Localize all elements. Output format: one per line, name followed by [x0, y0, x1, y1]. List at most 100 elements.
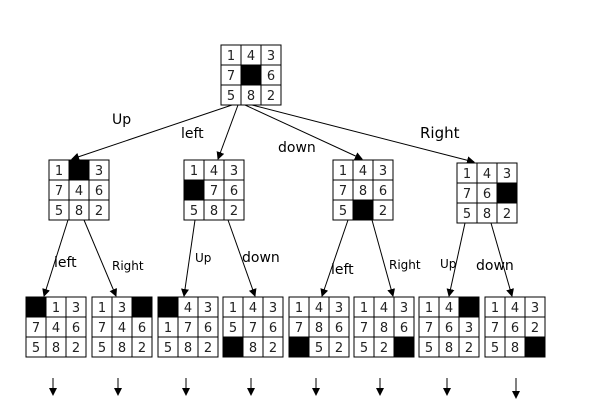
tile-number: 5: [190, 204, 198, 219]
edge-arrow-l1-down-to-l2-e: [320, 219, 349, 297]
edge-arrow-root-to-l1-down: [244, 104, 363, 160]
tile-number: 2: [335, 341, 343, 356]
tile-number: 1: [463, 167, 471, 182]
edge-label-l2-f: Right: [389, 258, 421, 272]
tile-number: 4: [247, 49, 255, 64]
tile-number: 3: [118, 301, 126, 316]
tile-number: 7: [32, 321, 40, 336]
tile-number: 4: [315, 301, 323, 316]
tile-number: 4: [445, 301, 453, 316]
tile-number: 7: [55, 184, 63, 199]
edge-label-l2-g: Up: [440, 257, 456, 271]
tile-number: 7: [249, 321, 257, 336]
blank-tile: [524, 336, 546, 358]
tile: [65, 336, 87, 358]
tile-number: 4: [75, 184, 83, 199]
tile-number: 8: [184, 341, 192, 356]
tile-number: 1: [360, 301, 368, 316]
blank-tile: [240, 64, 262, 86]
tile-number: 7: [463, 187, 471, 202]
tile-number: 2: [269, 341, 277, 356]
tile-number: 8: [511, 341, 519, 356]
tile-number: 2: [204, 341, 212, 356]
tile-number: 6: [230, 184, 238, 199]
tile-number: 4: [359, 164, 367, 179]
tile-number: 4: [210, 164, 218, 179]
edge-label-l2-h: down: [476, 258, 514, 274]
tile-number: 5: [463, 207, 471, 222]
tile: [223, 199, 245, 221]
edge-label-l1-up: Up: [112, 112, 131, 128]
edge-label-l2-d: down: [242, 250, 280, 266]
tile-number: 8: [210, 204, 218, 219]
tile-number: 8: [52, 341, 60, 356]
edges: [42, 104, 514, 297]
tile-number: 1: [425, 301, 433, 316]
tile-number: 4: [118, 321, 126, 336]
tile-number: 7: [227, 69, 235, 84]
edge-arrow-root-to-l1-left: [216, 104, 239, 160]
tile-number: 5: [55, 204, 63, 219]
tile-number: 3: [269, 301, 277, 316]
tile-number: 6: [445, 321, 453, 336]
edge-arrow-l1-right-to-l2-g: [446, 222, 466, 297]
tile-number: 1: [229, 301, 237, 316]
blank-tile: [458, 296, 480, 318]
tile-number: 2: [95, 204, 103, 219]
edge-arrow-l1-left-to-l2-d: [227, 219, 257, 297]
tile-number: 8: [483, 207, 491, 222]
tile-number: 4: [184, 301, 192, 316]
tile: [260, 84, 282, 106]
tile-number: 5: [315, 341, 323, 356]
tile-number: 1: [55, 164, 63, 179]
tile-number: 8: [247, 89, 255, 104]
edge-label-l2-c: Up: [195, 251, 211, 265]
tile: [88, 199, 110, 221]
edge-arrow-root-to-l1-up: [71, 104, 233, 161]
edge-arrow-l1-left-to-l2-c: [181, 219, 196, 297]
tile-number: 3: [379, 164, 387, 179]
tile-number: 2: [230, 204, 238, 219]
tile-number: 7: [339, 184, 347, 199]
tile-number: 8: [380, 321, 388, 336]
tile-number: 4: [380, 301, 388, 316]
edge-label-l2-b: Right: [112, 259, 144, 273]
tile-number: 7: [184, 321, 192, 336]
tile-number: 4: [249, 301, 257, 316]
tile-number: 4: [483, 167, 491, 182]
tile-number: 5: [491, 341, 499, 356]
tile-number: 6: [138, 321, 146, 336]
tile-number: 2: [72, 341, 80, 356]
edge-arrow-l1-up-to-l2-a: [42, 219, 69, 297]
tile-number: 6: [269, 321, 277, 336]
tile-number: 8: [445, 341, 453, 356]
tile-number: 6: [72, 321, 80, 336]
tile-number: 1: [227, 49, 235, 64]
edge-label-l1-left: left: [181, 126, 204, 142]
tile-number: 5: [425, 341, 433, 356]
tile-number: 7: [295, 321, 303, 336]
tile-number: 1: [52, 301, 60, 316]
tile-number: 1: [98, 301, 106, 316]
blank-tile: [288, 336, 310, 358]
tile-number: 6: [267, 69, 275, 84]
tile-number: 1: [491, 301, 499, 316]
blank-tile: [183, 179, 205, 201]
tile-number: 1: [295, 301, 303, 316]
blank-tile: [222, 336, 244, 358]
edge-label-l2-e: left: [331, 262, 354, 278]
blank-tile: [25, 296, 47, 318]
tile-number: 3: [400, 301, 408, 316]
edge-label-l1-down: down: [278, 140, 316, 156]
